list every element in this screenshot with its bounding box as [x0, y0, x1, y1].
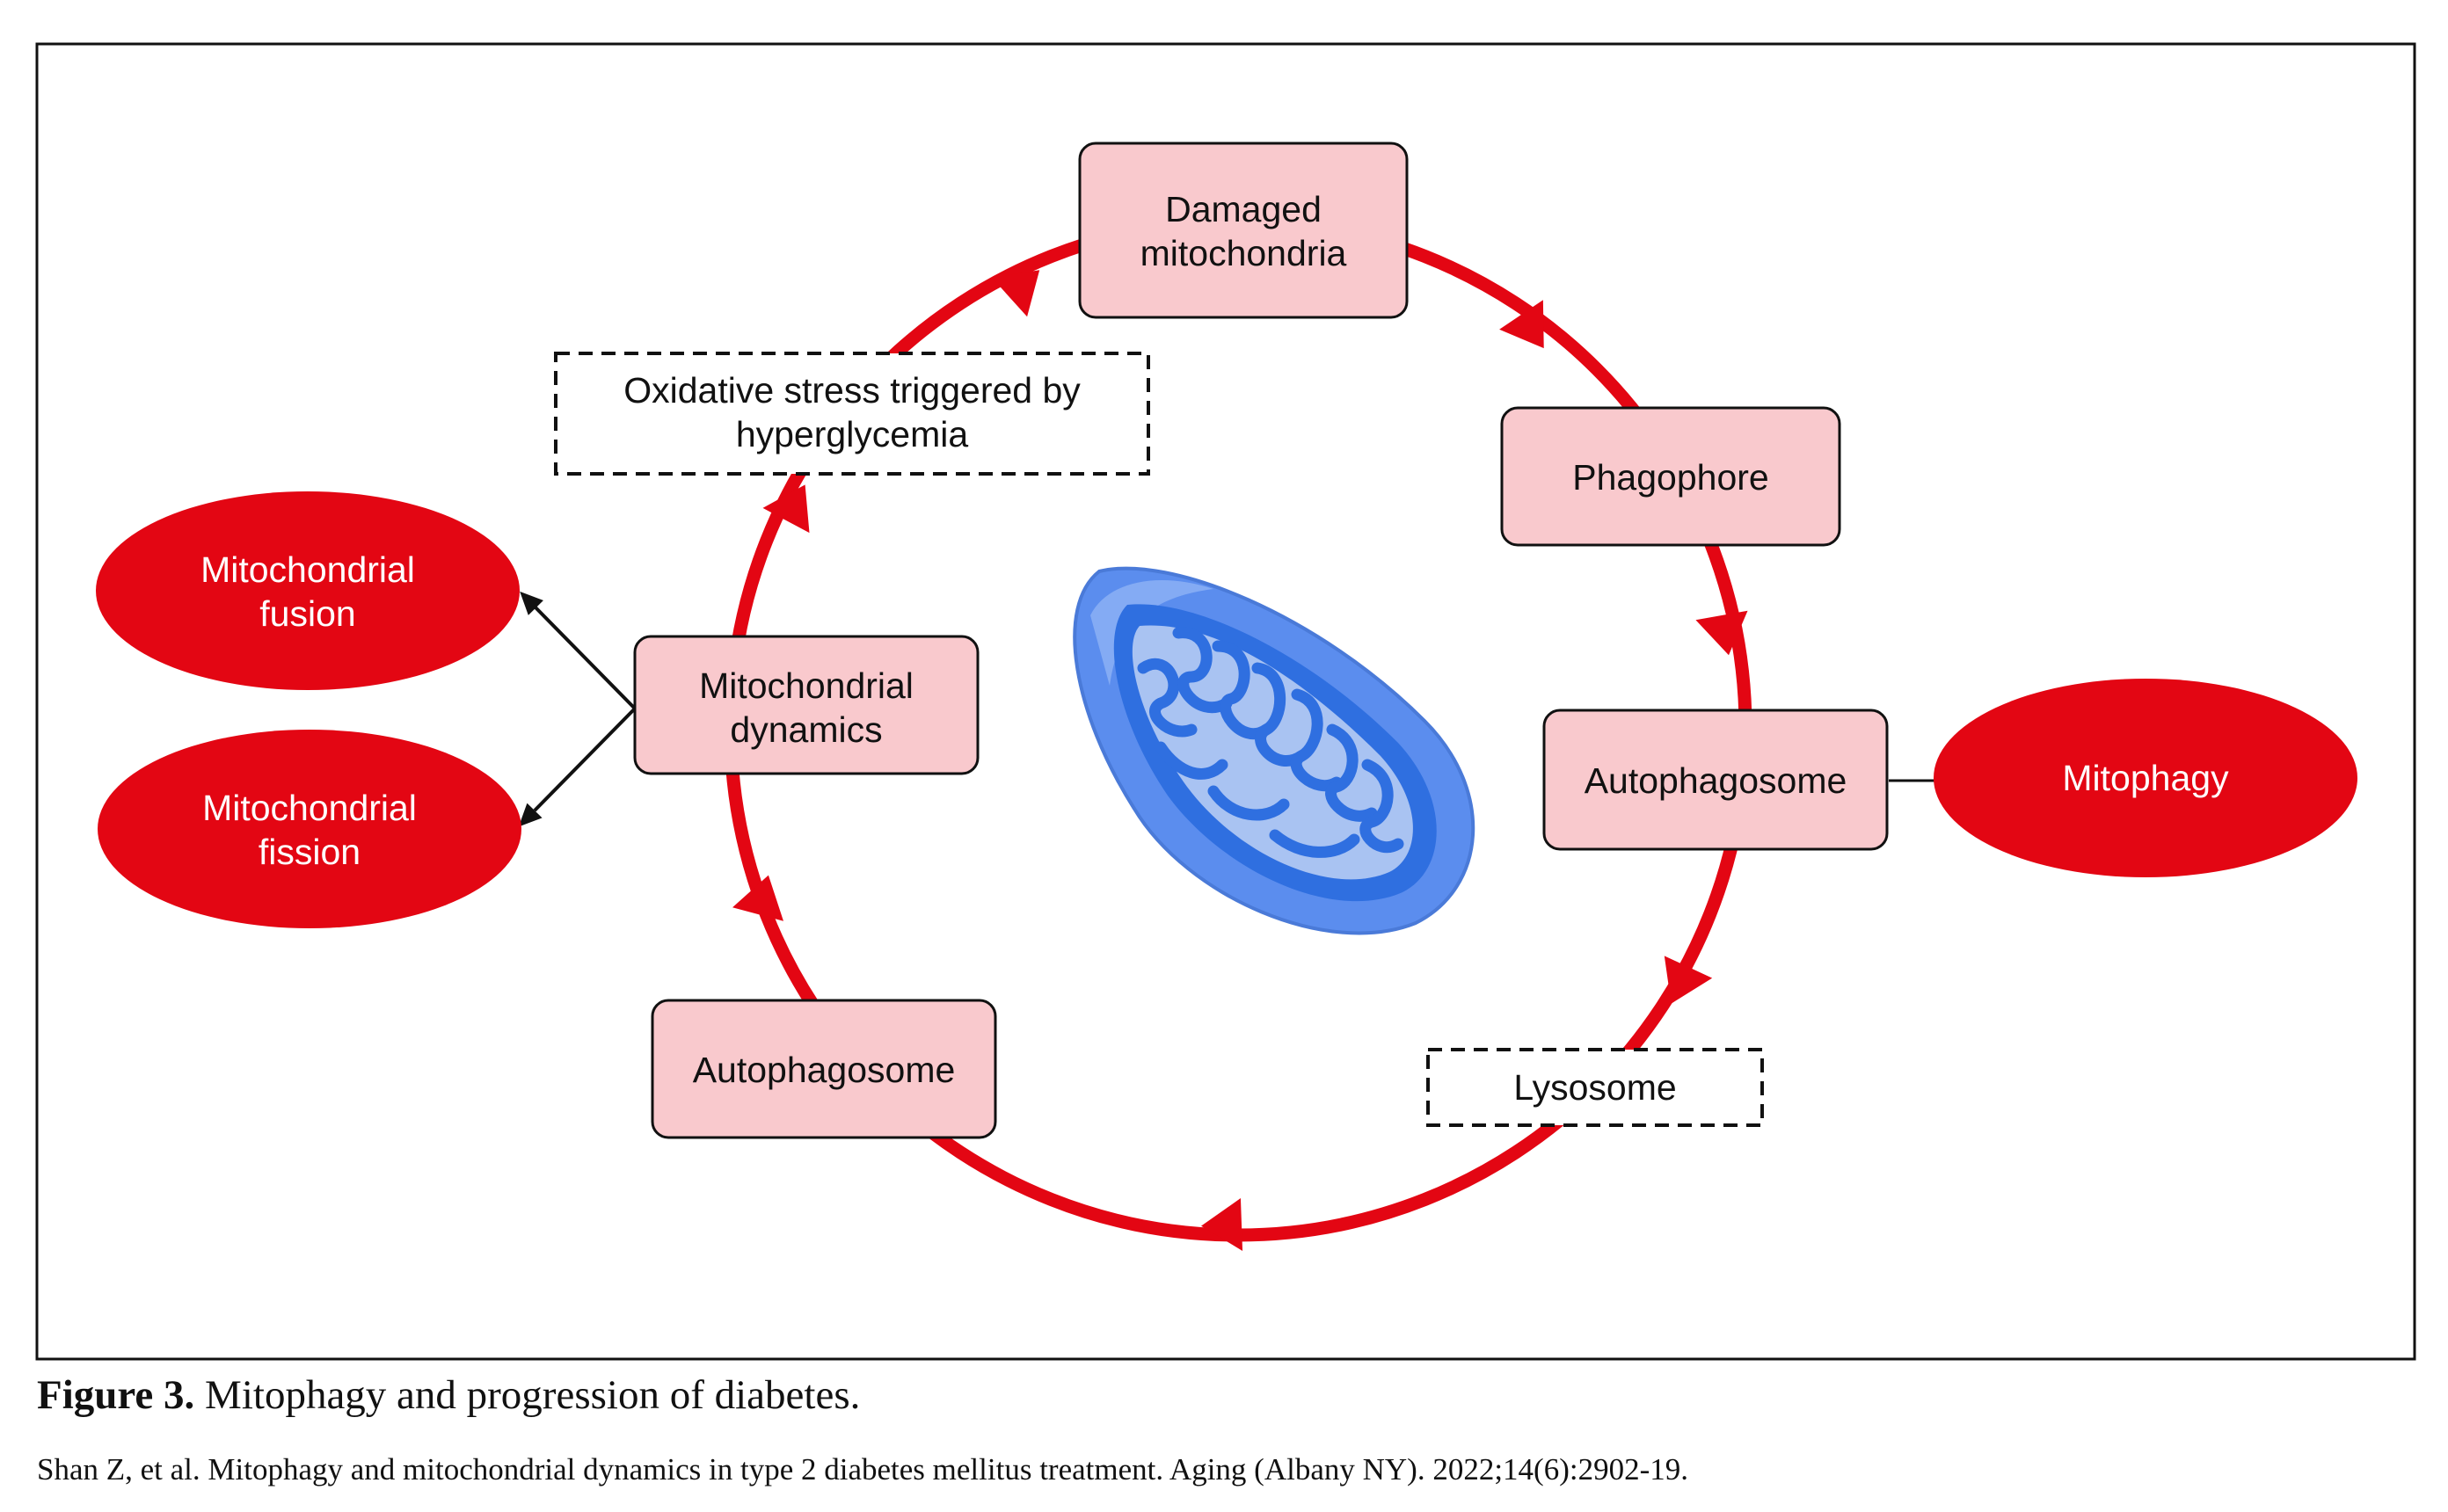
damaged-mitochondria-label-2: mitochondria [1140, 233, 1347, 273]
mitochondrion-icon [1073, 566, 1475, 935]
cycle-arrowhead [732, 875, 783, 921]
cycle-arrowhead [1201, 1198, 1243, 1251]
mitophagy-label: Mitophagy [2062, 758, 2229, 798]
oxidative-stress-label-2: hyperglycemia [736, 414, 969, 454]
cycle-arrowheads [732, 270, 1748, 1251]
mitochondrial-dynamics-label-1: Mitochondrial [699, 665, 914, 706]
cycle-arrowhead [1664, 956, 1713, 1004]
arrowhead-to-fission [518, 803, 543, 827]
oxidative-stress-label-1: Oxidative stress triggered by [623, 370, 1081, 411]
damaged-mitochondria-box: Damaged mitochondria [1078, 142, 1409, 319]
arrowhead-to-fusion [520, 591, 543, 615]
dynamics-connectors [533, 605, 637, 812]
fusion-oval: Mitochondrial fusion [96, 491, 520, 690]
phagophore-label: Phagophore [1572, 457, 1768, 498]
fusion-label-1: Mitochondrial [200, 549, 415, 590]
fission-label-2: fission [259, 832, 361, 872]
figure-caption: Figure 3. Mitophagy and progression of d… [37, 1371, 860, 1419]
damaged-mitochondria-label-1: Damaged [1165, 189, 1322, 229]
autophagosome-left-label: Autophagosome [693, 1050, 956, 1090]
figure-citation: Shan Z, et al. Mitophagy and mitochondri… [37, 1452, 1688, 1487]
autophagosome-left-box: Autophagosome [651, 999, 997, 1139]
lysosome-label: Lysosome [1513, 1067, 1676, 1108]
autophagosome-right-box: Autophagosome [1542, 709, 1889, 851]
cycle-arrowhead [1499, 300, 1544, 349]
fission-oval: Mitochondrial fission [98, 730, 521, 928]
figure-caption-label: Figure 3. [37, 1372, 195, 1418]
cycle-arrowhead [991, 270, 1040, 317]
fission-label-1: Mitochondrial [202, 788, 417, 828]
mitochondrial-dynamics-box: Mitochondrial dynamics [633, 635, 980, 775]
phagophore-box: Phagophore [1500, 406, 1841, 547]
figure-caption-text: Mitophagy and progression of diabetes. [194, 1372, 861, 1418]
mitophagy-oval: Mitophagy [1934, 679, 2357, 877]
autophagosome-right-label: Autophagosome [1585, 760, 1847, 801]
oxidative-stress-box: Oxidative stress triggered by hyperglyce… [554, 352, 1150, 476]
cycle-arrowhead [762, 484, 810, 534]
fusion-label-2: fusion [259, 593, 355, 634]
cycle-arrowhead [1695, 610, 1748, 656]
mitochondrial-dynamics-label-2: dynamics [730, 709, 882, 750]
lysosome-box: Lysosome [1426, 1048, 1764, 1127]
